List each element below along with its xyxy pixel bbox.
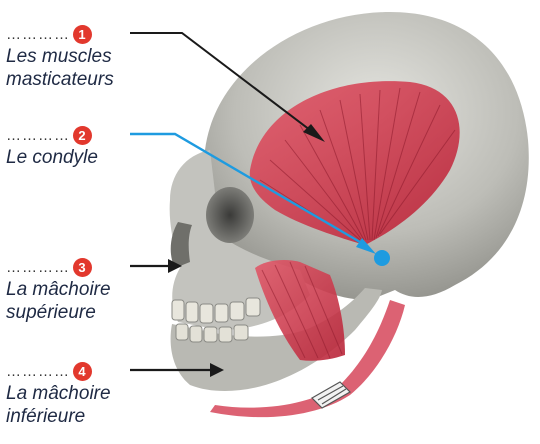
label-2-line1: Le condyle <box>6 146 206 169</box>
number-badge-1: 1 <box>73 25 92 44</box>
label-4-line1: La mâchoire <box>6 382 206 405</box>
number-badge-3: 3 <box>73 258 92 277</box>
label-1: ………… 1 Les muscles masticateurs <box>6 23 206 91</box>
answer-blank-4: ………… 4 <box>6 360 206 382</box>
number-badge-4: 4 <box>73 362 92 381</box>
label-3-line2: supérieure <box>6 301 206 324</box>
answer-blank-3: ………… 3 <box>6 256 206 278</box>
condyle-marker <box>374 250 390 266</box>
label-4: ………… 4 La mâchoire inférieure <box>6 360 206 428</box>
label-3: ………… 3 La mâchoire supérieure <box>6 256 206 324</box>
answer-blank-1: ………… 1 <box>6 23 206 45</box>
label-3-line1: La mâchoire <box>6 278 206 301</box>
label-1-line1: Les muscles <box>6 45 206 68</box>
dotted-blank: ………… <box>6 26 70 43</box>
label-1-line2: masticateurs <box>6 68 206 91</box>
label-4-line2: inférieure <box>6 405 206 428</box>
lower-teeth <box>176 324 248 342</box>
dotted-blank: ………… <box>6 363 70 380</box>
eye-socket <box>206 187 254 243</box>
answer-blank-2: ………… 2 <box>6 124 206 146</box>
dotted-blank: ………… <box>6 259 70 276</box>
number-badge-2: 2 <box>73 126 92 145</box>
label-2: ………… 2 Le condyle <box>6 124 206 169</box>
dotted-blank: ………… <box>6 127 70 144</box>
